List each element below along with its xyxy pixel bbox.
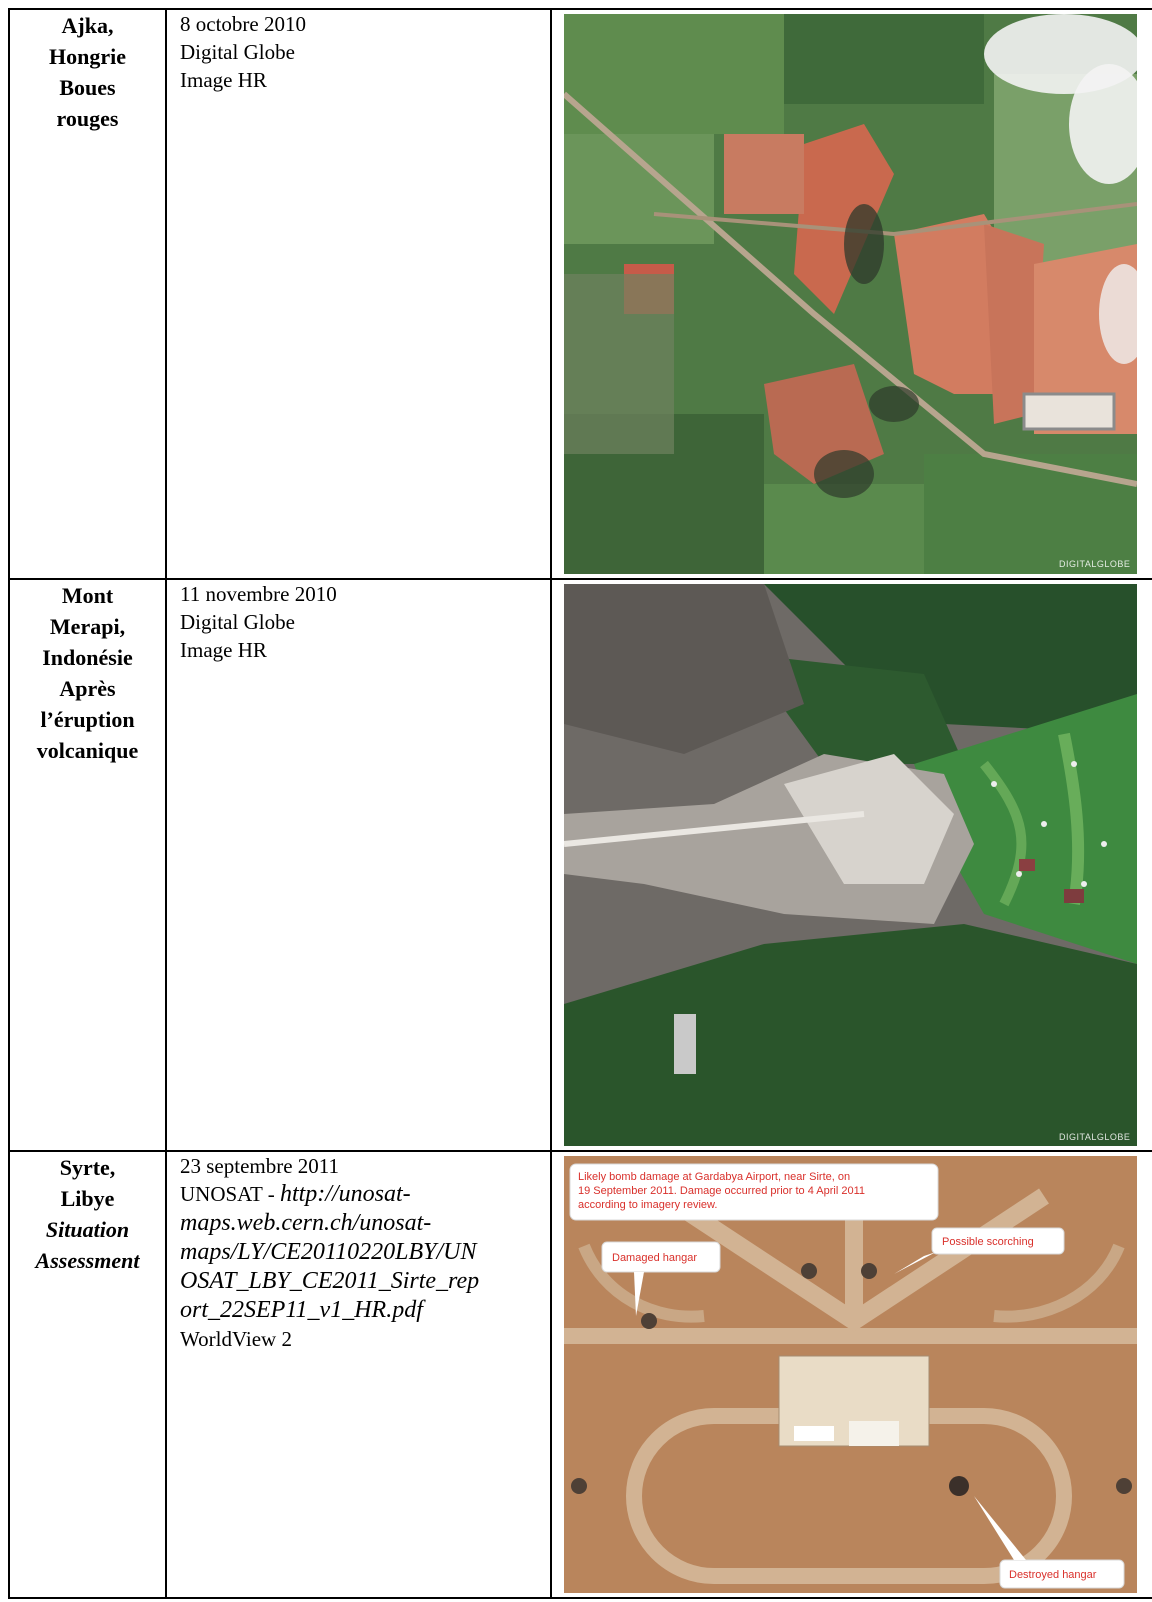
image-resolution: Image HR	[180, 68, 267, 92]
metadata-cell: 23 septembre 2011 UNOSAT - http://unosat…	[165, 1150, 552, 1599]
location-line: Après	[59, 676, 116, 701]
table-row: Mont Merapi, Indonésie Après l’éruption …	[8, 578, 1152, 1152]
image-source: Digital Globe	[180, 40, 295, 64]
satellite-image-ajka: DIGITALGLOBE	[564, 14, 1137, 574]
image-resolution: Image HR	[180, 638, 267, 662]
location-line: Assessment	[35, 1248, 140, 1273]
table-row: Syrte, Libye Situation Assessment 23 sep…	[8, 1150, 1152, 1599]
image-cell: DIGITALGLOBE	[550, 8, 1152, 580]
callout-destroyed-hangar: Destroyed hangar	[974, 1496, 1125, 1589]
callout-label: Destroyed hangar	[1009, 1569, 1097, 1581]
callout-label: Possible scorching	[942, 1236, 1034, 1248]
callout-main-line: according to imagery review.	[578, 1199, 717, 1211]
image-date: 23 septembre 2011	[180, 1154, 340, 1178]
image-catalog-table: Ajka, Hongrie Boues rouges 8 octobre 201…	[8, 8, 1152, 1599]
source-url-part: maps/LY/CE20110220LBY/UN	[180, 1239, 477, 1265]
image-sensor: WorldView 2	[180, 1327, 292, 1351]
image-date: 8 octobre 2010	[180, 12, 306, 36]
location-line: Syrte,	[59, 1155, 116, 1180]
callout-main: Likely bomb damage at Gardabya Airport, …	[569, 1163, 939, 1221]
image-cell: Likely bomb damage at Gardabya Airport, …	[550, 1150, 1152, 1599]
image-cell: DIGITALGLOBE	[550, 578, 1152, 1152]
callout-main-line: 19 September 2011. Damage occurred prior…	[578, 1185, 865, 1197]
image-source: UNOSAT -	[180, 1182, 280, 1206]
callout-label: Damaged hangar	[612, 1252, 697, 1264]
location-line: Hongrie	[49, 44, 126, 69]
location-line: l’éruption	[40, 707, 135, 732]
location-line: Mont	[61, 583, 114, 608]
source-url-part: OSAT_LBY_CE2011_Sirte_rep	[180, 1268, 480, 1294]
callout-main-line: Likely bomb damage at Gardabya Airport, …	[578, 1171, 850, 1183]
digitalglobe-watermark: DIGITALGLOBE	[1059, 559, 1130, 569]
source-url-part: http://unosat-	[279, 1181, 411, 1207]
image-date: 11 novembre 2010	[180, 582, 337, 606]
metadata-cell: 11 novembre 2010 Digital Globe Image HR	[165, 578, 552, 1152]
image-source-line: UNOSAT - http://unosat-	[180, 1180, 550, 1209]
location-line: rouges	[56, 106, 119, 131]
location-line: Merapi,	[49, 614, 126, 639]
location-line: Libye	[60, 1186, 115, 1211]
location-line: volcanique	[36, 738, 139, 763]
satellite-image-syrte: Likely bomb damage at Gardabya Airport, …	[564, 1156, 1137, 1593]
image-source: Digital Globe	[180, 610, 295, 634]
metadata-cell: 8 octobre 2010 Digital Globe Image HR	[165, 8, 552, 580]
location-line: Situation	[45, 1217, 130, 1242]
location-line: Boues	[59, 75, 116, 100]
satellite-image-merapi: DIGITALGLOBE	[564, 584, 1137, 1146]
location-cell: Mont Merapi, Indonésie Après l’éruption …	[8, 578, 167, 1152]
location-line: Indonésie	[42, 645, 133, 670]
table-row: Ajka, Hongrie Boues rouges 8 octobre 201…	[8, 8, 1152, 580]
location-line: Ajka,	[61, 13, 114, 38]
source-url-part: ort_22SEP11_v1_HR.pdf	[180, 1297, 423, 1323]
source-url-part: maps.web.cern.ch/unosat-	[180, 1210, 432, 1236]
location-cell: Ajka, Hongrie Boues rouges	[8, 8, 167, 580]
callout-possible-scorching: Possible scorching	[894, 1227, 1065, 1274]
callout-damaged-hangar: Damaged hangar	[601, 1241, 721, 1316]
location-cell: Syrte, Libye Situation Assessment	[8, 1150, 167, 1599]
digitalglobe-watermark: DIGITALGLOBE	[1059, 1132, 1130, 1142]
